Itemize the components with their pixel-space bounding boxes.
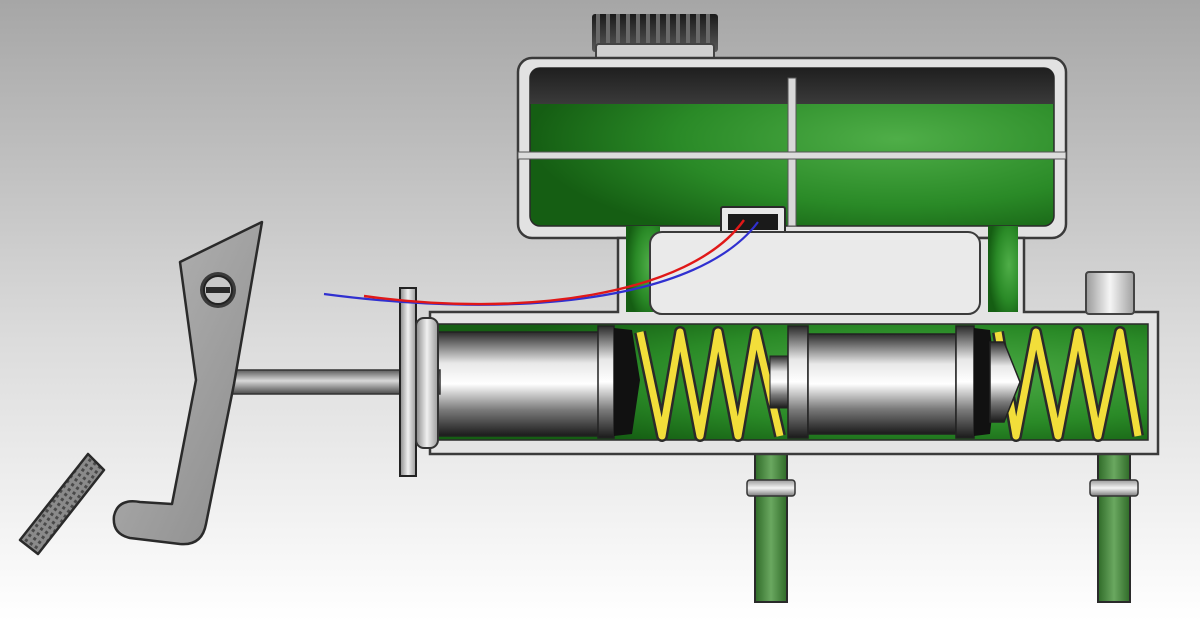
cap-ridge (626, 14, 630, 44)
cap-ridge (706, 14, 710, 44)
secondary-piston (769, 325, 1021, 439)
cap-ridge (616, 14, 620, 44)
brake-pedal (18, 220, 264, 556)
line-fitting-nut-front (746, 479, 796, 497)
cap-ridge (656, 14, 660, 44)
pedal-pivot-bolt-icon (200, 272, 236, 308)
brake-line-rear (1097, 439, 1131, 603)
wire-blue (323, 221, 759, 306)
sensor-wires (323, 219, 759, 306)
brake-line-front (754, 439, 788, 603)
cap-ridge (646, 14, 650, 44)
secondary-spring (992, 326, 1144, 442)
return-springs (634, 326, 1144, 442)
cap-ridge (596, 14, 600, 44)
cap-ridge (696, 14, 700, 44)
cap-ridge (686, 14, 690, 44)
pedal-pad (18, 452, 106, 556)
line-fitting-nut-rear (1089, 479, 1139, 497)
mounting-flange (399, 287, 439, 477)
wire-red (363, 219, 745, 306)
cap-ridge (666, 14, 670, 44)
cap-ridge (676, 14, 680, 44)
reservoir-cap (592, 14, 718, 61)
fluid-reservoir (516, 56, 1068, 240)
cap-ridge (606, 14, 610, 44)
primary-spring (634, 326, 786, 442)
cap-ridge (636, 14, 640, 44)
primary-piston (437, 325, 640, 439)
